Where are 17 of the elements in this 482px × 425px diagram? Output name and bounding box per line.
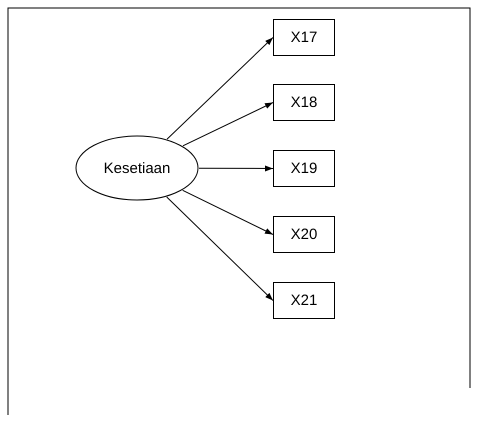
node-label: X20 — [290, 226, 318, 243]
indicator-box — [273, 282, 335, 319]
node-label: X19 — [290, 160, 318, 177]
indicator-box — [273, 150, 335, 187]
arrow — [166, 196, 274, 301]
arrow — [182, 102, 274, 146]
arrow — [198, 165, 274, 172]
node-label: Kesetiaan — [104, 160, 170, 176]
indicator-box — [273, 19, 335, 56]
indicator-box — [273, 84, 335, 121]
latent-variable-ellipse — [75, 135, 199, 201]
arrow — [166, 37, 274, 140]
arrow — [182, 190, 274, 235]
indicator-box — [273, 216, 335, 253]
node-label: X21 — [290, 292, 318, 309]
node-label: X18 — [290, 94, 318, 111]
node-label: X17 — [290, 29, 318, 46]
